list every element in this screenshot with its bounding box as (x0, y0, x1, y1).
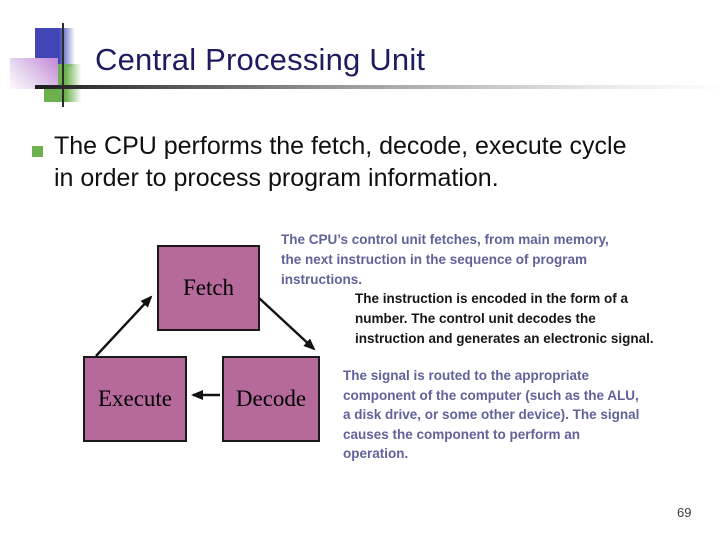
decor-purple-square-icon (10, 58, 58, 89)
bullet-text-line: in order to process program information. (54, 163, 499, 192)
fetch-box: Fetch (157, 245, 260, 331)
page-title: Central Processing Unit (95, 42, 426, 77)
fetch-annotation-line: the next instruction in the sequence of … (281, 252, 588, 267)
decode-annotation-line: number. The control unit decodes the (355, 311, 596, 326)
bullet-text: The CPU performs the fetch, decode, exec… (54, 131, 627, 194)
execute-annotation: The signal is routed to the appropriate … (343, 366, 639, 464)
execute-box: Execute (83, 356, 187, 442)
execute-annotation-line: component of the computer (such as the A… (343, 387, 639, 403)
execute-box-label: Execute (97, 386, 173, 411)
bullet-icon (32, 146, 43, 157)
decode-annotation-line: instruction and generates an electronic … (355, 331, 654, 346)
decode-box-label: Decode (235, 386, 307, 411)
arrow-execute-to-fetch (95, 295, 153, 357)
decode-annotation: The instruction is encoded in the form o… (355, 289, 654, 349)
bullet-text-line: The CPU performs the fetch, decode, exec… (54, 132, 627, 160)
fetch-annotation-line: The CPU’s control unit fetches, from mai… (281, 232, 609, 247)
title-divider (35, 85, 718, 89)
arrow-fetch-to-decode (258, 297, 316, 351)
execute-annotation-line: The signal is routed to the appropriate (343, 368, 590, 383)
fetch-annotation-line: instructions. (281, 272, 363, 287)
execute-annotation-line: a disk drive, or some other device). The… (343, 407, 640, 422)
fetch-annotation: The CPU’s control unit fetches, from mai… (281, 230, 609, 290)
page-number: 69 (677, 505, 692, 520)
decode-box: Decode (222, 356, 320, 442)
execute-annotation-line: operation. (343, 446, 409, 461)
execute-annotation-line: causes the component to perform an (343, 426, 581, 442)
decor-vertical-line (62, 23, 64, 107)
fetch-box-label: Fetch (182, 275, 235, 300)
decode-annotation-line: The instruction is encoded in the form o… (355, 291, 629, 306)
